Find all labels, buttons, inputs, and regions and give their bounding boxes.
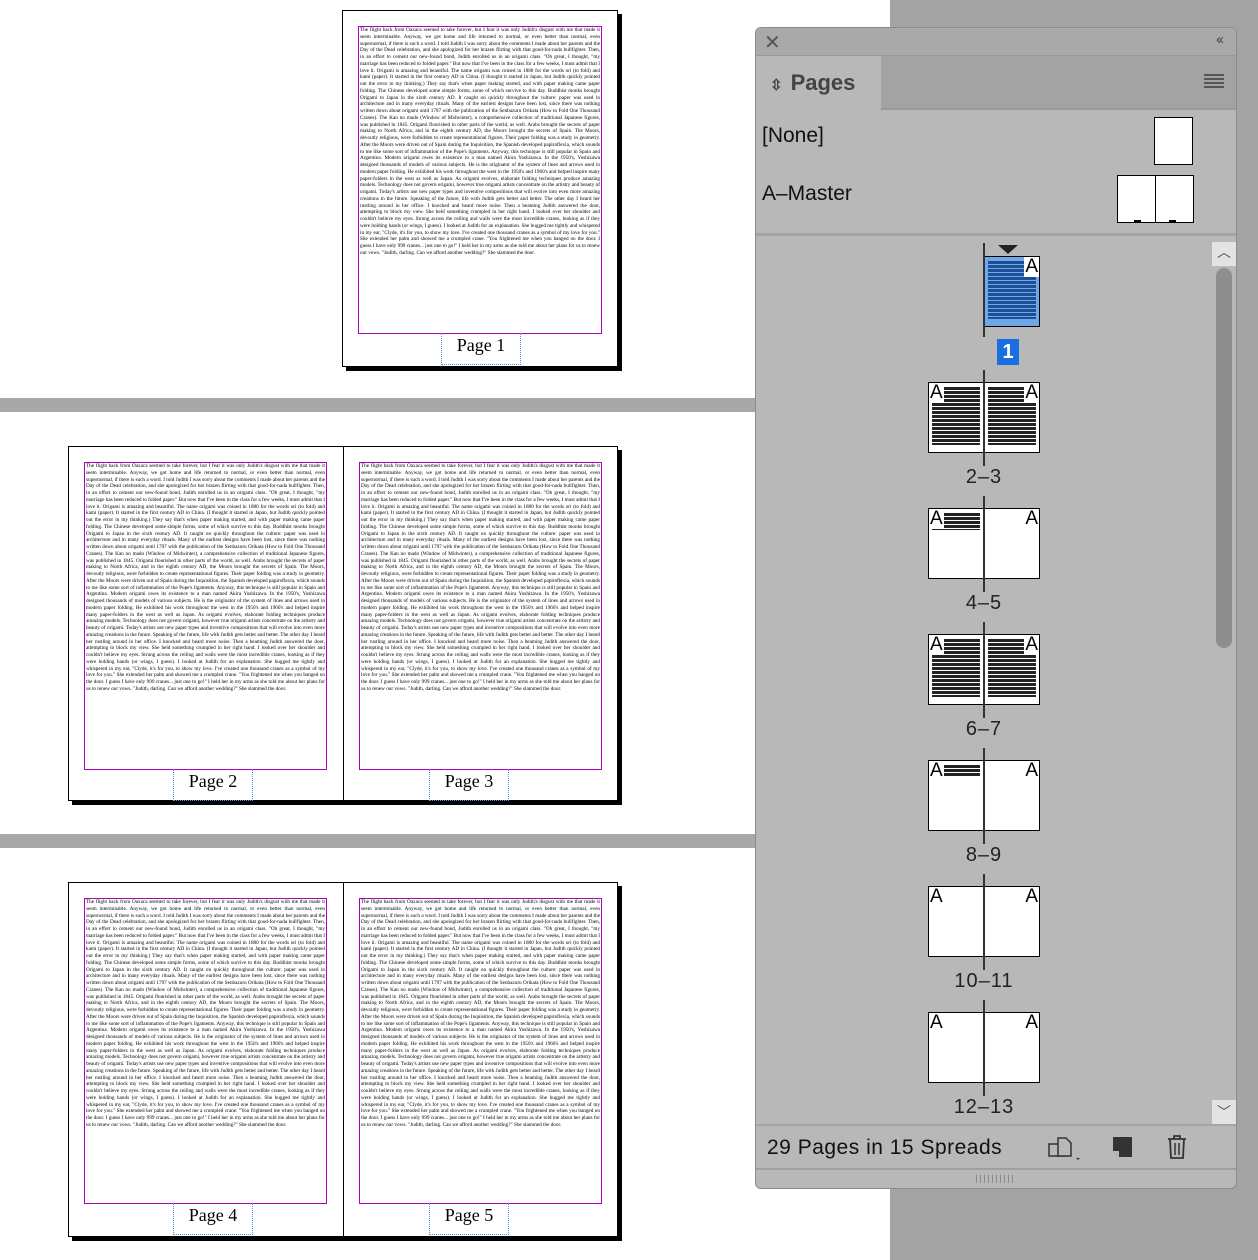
tab-pages[interactable]: ⇳ Pages — [756, 56, 881, 110]
page-thumbnail[interactable]: A — [928, 1012, 984, 1083]
resize-grip[interactable] — [976, 1175, 1016, 1183]
scrollbar-thumb[interactable] — [1216, 268, 1232, 648]
master-prefix: A — [1024, 634, 1039, 655]
close-icon[interactable]: ✕ — [764, 32, 781, 54]
page-thumbnail[interactable]: A — [928, 508, 984, 579]
page-label: Page 3 — [429, 769, 509, 801]
page-thumbnail[interactable]: A — [928, 760, 984, 831]
new-page-icon[interactable] — [1112, 1136, 1134, 1160]
text-frame[interactable]: The flight back from Oaxaca seemed to ta… — [359, 462, 602, 770]
collapse-icon[interactable]: ‹‹ — [1216, 31, 1224, 48]
spread-label[interactable]: 12–13 — [953, 1096, 1015, 1118]
spread-label[interactable]: 8–9 — [965, 844, 1003, 866]
page-thumbnail[interactable]: A — [928, 634, 984, 705]
page-label: Page 1 — [441, 333, 521, 365]
story-text: The flight back from Oaxaca seemed to ta… — [86, 899, 325, 1128]
updown-chevron-icon: ⇳ — [770, 77, 783, 94]
master-prefix: A — [929, 508, 944, 529]
panel-titlebar[interactable]: ✕ ‹‹ — [756, 28, 1236, 56]
scroll-up-icon[interactable]: ︿ — [1212, 242, 1236, 266]
page-count-status: 29 Pages in 15 Spreads — [767, 1136, 1003, 1159]
page-thumbnail[interactable]: A — [984, 1012, 1040, 1083]
master-prefix: A — [929, 886, 944, 907]
spine — [343, 447, 344, 800]
scrollbar[interactable]: ︿ ﹀ — [1212, 242, 1236, 1124]
spread-thumbnail-12–13[interactable]: A A 12–13 — [756, 998, 1212, 1124]
spine — [983, 496, 985, 592]
page-thumbnail[interactable]: A — [984, 760, 1040, 831]
master-prefix: A — [929, 760, 944, 781]
text-preview — [932, 765, 980, 777]
master-prefix: A — [929, 634, 944, 655]
master-prefix: A — [1024, 1012, 1039, 1033]
text-preview — [932, 513, 980, 530]
current-spread-marker-icon — [998, 245, 1018, 254]
spread-thumbnail-10–11[interactable]: A A 10–11 — [756, 872, 1212, 998]
spread-label[interactable]: 4–5 — [965, 592, 1003, 614]
text-frame[interactable]: The flight back from Oaxaca seemed to ta… — [358, 26, 602, 334]
story-text: The flight back from Oaxaca seemed to ta… — [86, 463, 325, 692]
spine — [983, 1000, 985, 1096]
page-thumbnail[interactable]: A — [928, 886, 984, 957]
story-text: The flight back from Oaxaca seemed to ta… — [360, 27, 600, 256]
spine — [983, 370, 985, 466]
spread-label[interactable]: 2–3 — [965, 466, 1003, 488]
spine — [983, 874, 985, 970]
master-prefix: A — [929, 382, 944, 403]
spread-label[interactable]: 6–7 — [965, 718, 1003, 740]
spread-thumbnail-8–9[interactable]: A A 8–9 — [756, 746, 1212, 872]
story-text: The flight back from Oaxaca seemed to ta… — [361, 463, 600, 692]
master-none-thumbnail[interactable] — [1154, 117, 1193, 165]
spread-thumbnail-4–5[interactable]: A A 4–5 — [756, 494, 1212, 620]
master-prefix: A — [1024, 760, 1039, 781]
tab-label: Pages — [790, 70, 856, 95]
master-prefix: A — [1024, 508, 1039, 529]
spread-4-5[interactable]: The flight back from Oaxaca seemed to ta… — [68, 882, 618, 1237]
spread-2-3[interactable]: The flight back from Oaxaca seemed to ta… — [68, 446, 618, 801]
page-thumbnail[interactable]: A — [984, 256, 1040, 327]
spread-thumbnail-2–3[interactable]: A A 2–3 — [756, 368, 1212, 494]
spread-label[interactable]: 1 — [997, 339, 1019, 365]
panel-menu-icon[interactable] — [1204, 74, 1224, 88]
page-label: Page 4 — [173, 1203, 253, 1235]
panel-footer: 29 Pages in 15 Spreads — [756, 1124, 1236, 1170]
edit-page-size-icon[interactable] — [1048, 1136, 1086, 1162]
masters-section: [None] A–Master — [756, 112, 1236, 236]
master-a[interactable]: A–Master — [762, 182, 852, 205]
spine — [343, 883, 344, 1236]
delete-page-icon[interactable] — [1166, 1134, 1188, 1160]
page-thumbnail[interactable]: A — [984, 634, 1040, 705]
page-thumbnail[interactable]: A — [984, 508, 1040, 579]
master-prefix: A — [1024, 886, 1039, 907]
story-text: The flight back from Oaxaca seemed to ta… — [361, 899, 600, 1128]
text-frame[interactable]: The flight back from Oaxaca seemed to ta… — [84, 462, 327, 770]
spread-thumbnail-6–7[interactable]: A A 6–7 — [756, 620, 1212, 746]
page-label: Page 2 — [173, 769, 253, 801]
master-prefix: A — [1024, 256, 1039, 277]
page-label: Page 5 — [429, 1203, 509, 1235]
spread-label[interactable]: 10–11 — [954, 970, 1014, 992]
spine — [983, 748, 985, 844]
spread-divider — [0, 834, 890, 848]
spine — [983, 622, 985, 718]
page-thumbnail[interactable]: A — [984, 382, 1040, 453]
master-a-thumbnail[interactable] — [1117, 175, 1194, 223]
page-thumbnail[interactable]: A — [984, 886, 1040, 957]
master-none[interactable]: [None] — [762, 124, 824, 147]
spread-divider — [0, 398, 890, 412]
panel-tab-row: ⇳ Pages — [756, 56, 1236, 110]
page-1[interactable]: The flight back from Oaxaca seemed to ta… — [342, 10, 618, 367]
spine — [983, 243, 985, 337]
text-frame[interactable]: The flight back from Oaxaca seemed to ta… — [359, 898, 602, 1204]
page-thumbnail[interactable]: A — [928, 382, 984, 453]
text-frame[interactable]: The flight back from Oaxaca seemed to ta… — [84, 898, 327, 1204]
scroll-down-icon[interactable]: ﹀ — [1212, 1100, 1236, 1124]
master-prefix: A — [929, 1012, 944, 1033]
master-prefix: A — [1024, 382, 1039, 403]
